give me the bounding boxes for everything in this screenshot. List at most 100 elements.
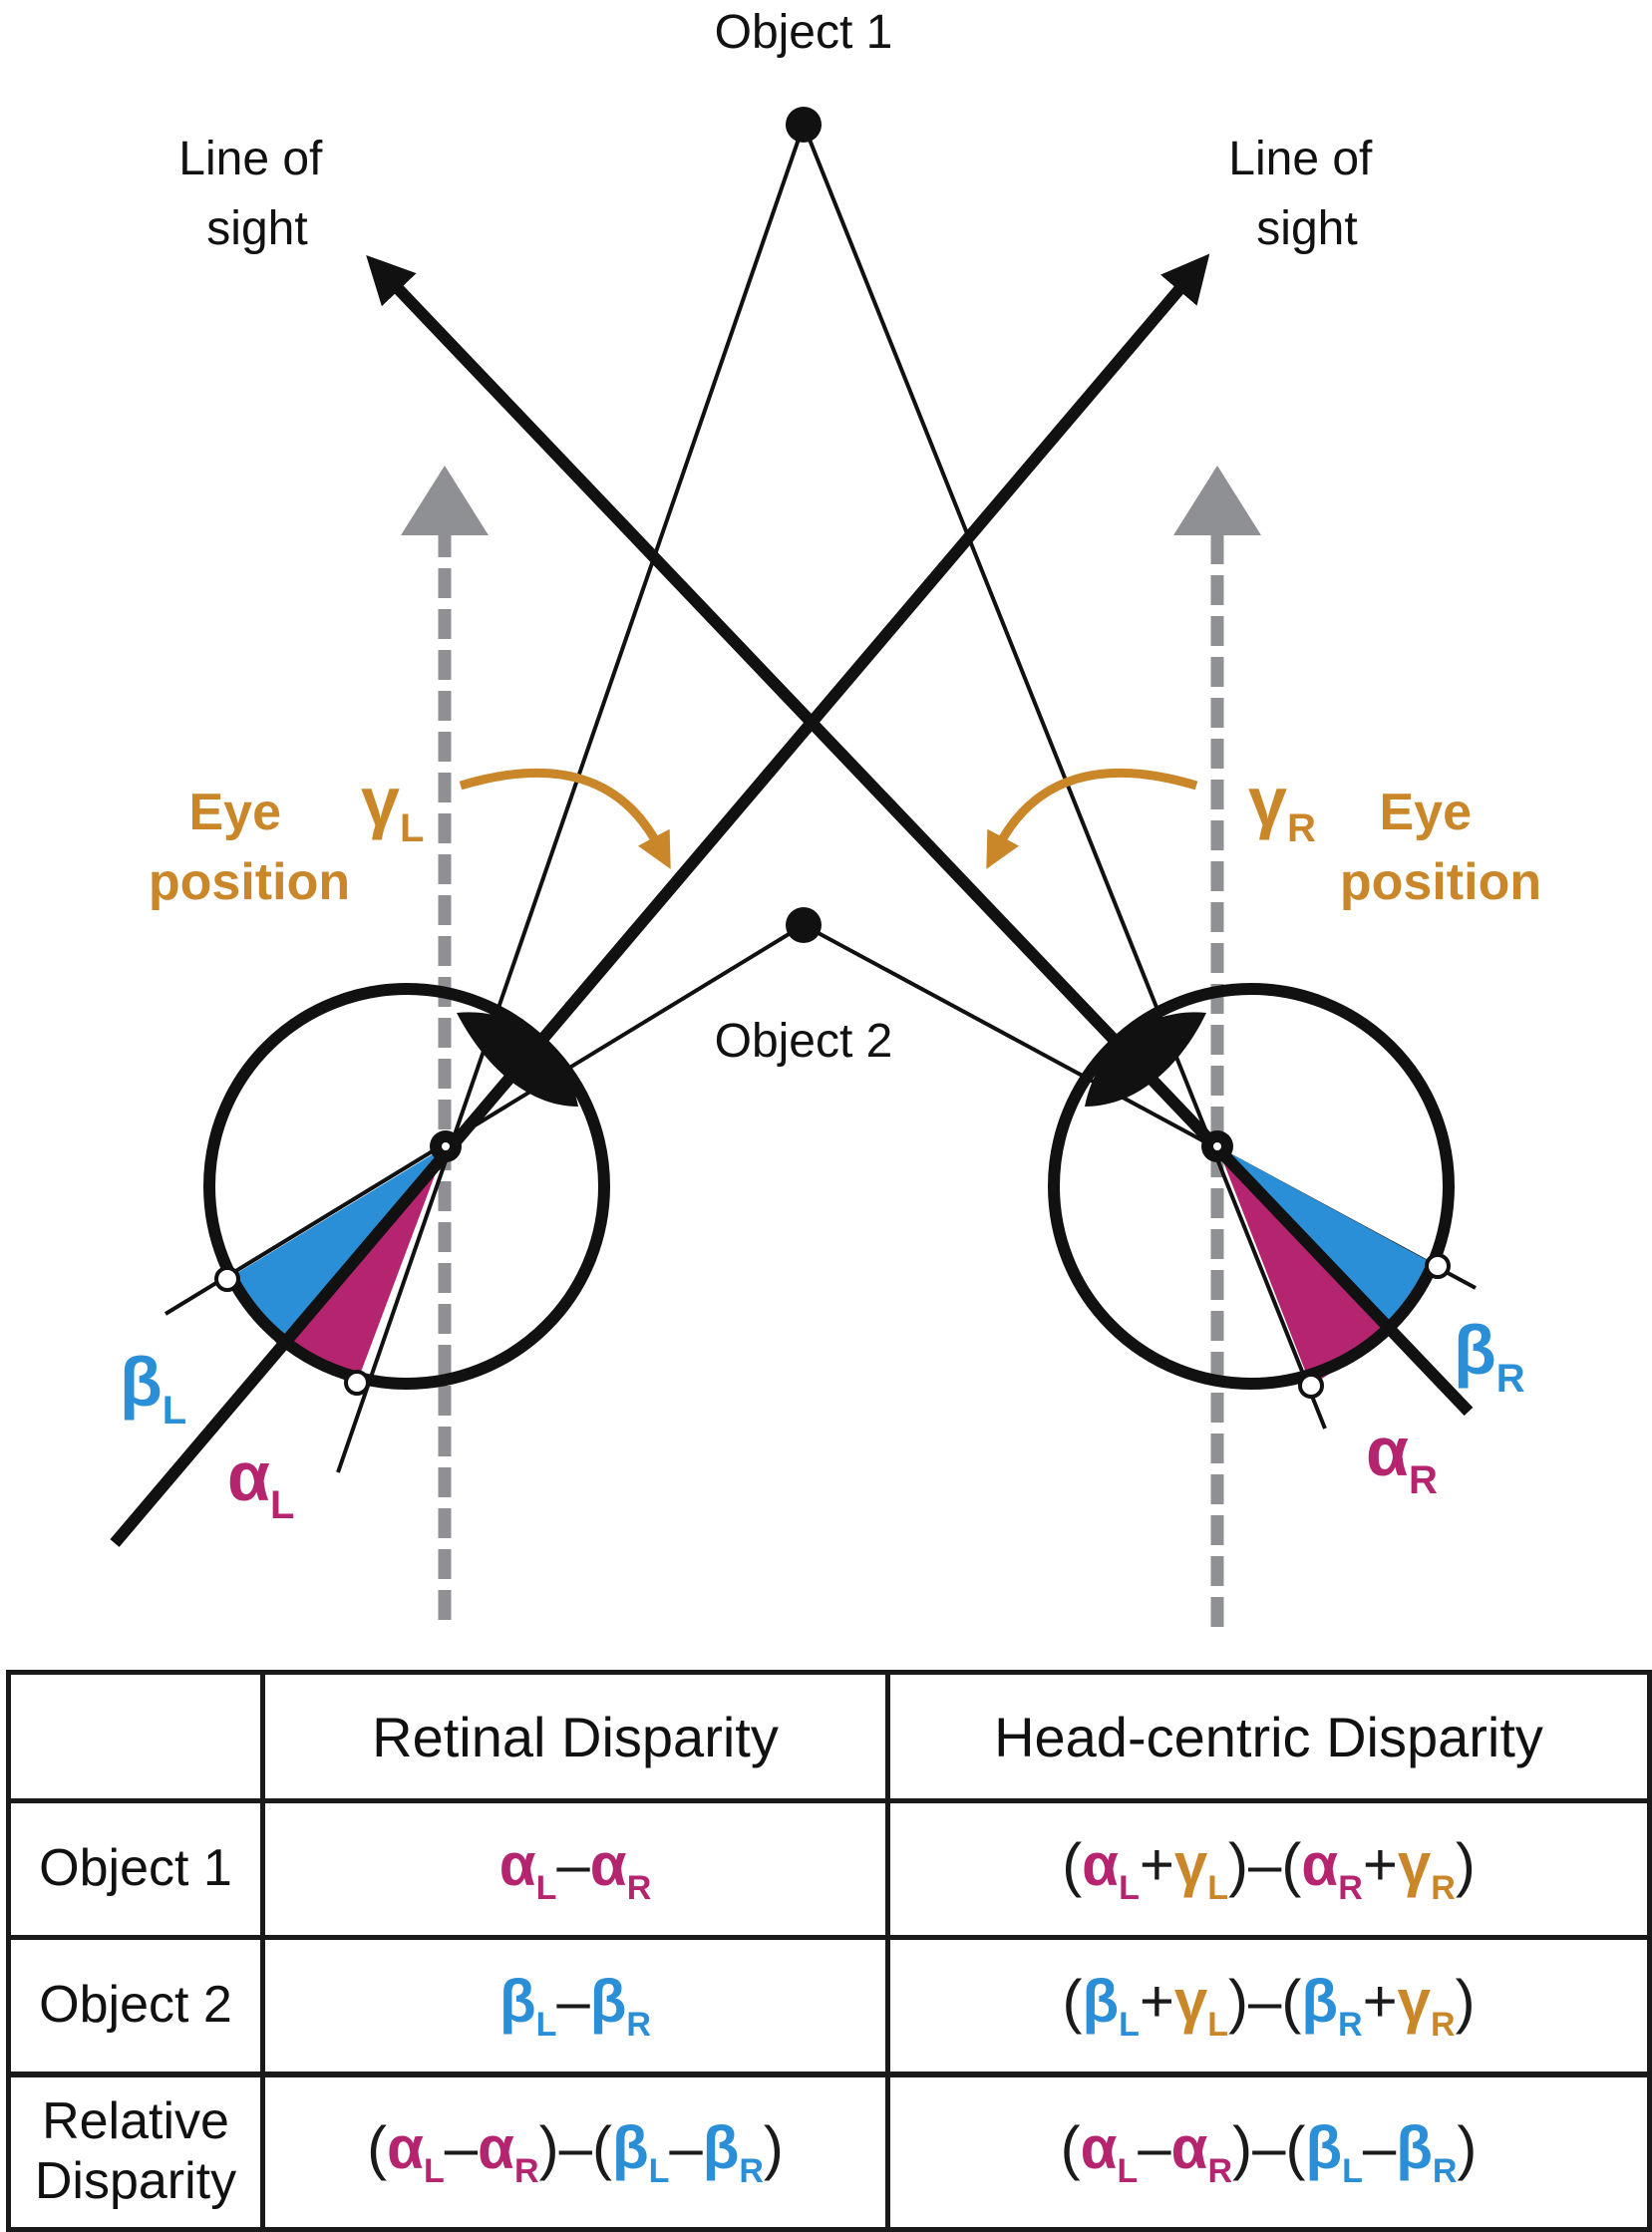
operator-symbol: + xyxy=(1139,1831,1174,1898)
operator-symbol: – xyxy=(669,2114,703,2181)
binocular-disparity-diagram: Object 1 Object 2 Line of sight Line of … xyxy=(110,6,1541,1627)
operator-symbol: ( xyxy=(591,2114,612,2181)
left-line-of-sight xyxy=(110,253,1210,1547)
operator-symbol: ) xyxy=(1457,2114,1478,2181)
projection-lines xyxy=(164,124,1477,1473)
operator-symbol: ) xyxy=(538,2114,559,2181)
operator-symbol: – xyxy=(444,2114,479,2181)
operator-symbol: – xyxy=(1362,2114,1397,2181)
right-line-of-sight xyxy=(366,254,1474,1417)
alpha-left-label: αL xyxy=(227,1437,294,1527)
eye-position-left-label: Eye position xyxy=(149,784,350,911)
header-retinal-disparity: Retinal Disparity xyxy=(260,1670,890,1803)
operator-symbol: ) xyxy=(763,2114,784,2181)
beta-symbol: βR xyxy=(702,2114,764,2190)
operator-symbol: – xyxy=(1248,1968,1282,2035)
operator-symbol: + xyxy=(1362,1831,1398,1898)
beta-symbol: βL xyxy=(499,1968,557,2044)
operator-symbol: ( xyxy=(1062,1968,1083,2035)
left-eye-object1-ray xyxy=(336,124,806,1473)
left-eye-object2-ray xyxy=(164,923,806,1316)
eye-position-right-label: Eye position xyxy=(1340,784,1541,911)
header-empty-cell xyxy=(6,1670,265,1803)
beta-symbol: βL xyxy=(1082,1968,1140,2044)
gamma-left-label: γL xyxy=(361,763,424,850)
gamma-symbol: γR xyxy=(1397,1831,1456,1907)
right-nodal-point xyxy=(1201,1130,1233,1162)
alpha-right-wedge xyxy=(1217,1146,1392,1386)
gamma-right-label: γR xyxy=(1248,763,1316,850)
object1-label: Object 1 xyxy=(715,6,893,59)
operator-symbol: ( xyxy=(1281,1968,1302,2035)
operator-symbol: ) xyxy=(1455,1831,1476,1898)
right-eyeball xyxy=(1048,983,1455,1390)
beta-left-label: βL xyxy=(120,1343,186,1433)
operator-symbol: ( xyxy=(1062,1831,1083,1898)
alpha-symbol: αL xyxy=(498,1831,557,1907)
beta-symbol: βL xyxy=(1305,2114,1363,2190)
row-label-object1: Object 1 xyxy=(6,1798,265,1940)
alpha-symbol: αR xyxy=(1301,1831,1363,1907)
object2-headcentric-expression: (βL+γL)–(βR+γR) xyxy=(885,1935,1652,2077)
table-header-row: Retinal Disparity Head-centric Disparity xyxy=(6,1670,1652,1803)
beta-symbol: βR xyxy=(589,1968,651,2044)
operator-symbol: ) xyxy=(1228,1968,1249,2035)
left-lens xyxy=(457,1012,578,1107)
operator-symbol: – xyxy=(558,2114,592,2181)
left-retina-point-object1 xyxy=(344,1370,370,1396)
beta-left-wedge xyxy=(227,1146,446,1347)
left-retina-point-object2 xyxy=(214,1266,240,1292)
alpha-symbol: αL xyxy=(387,2114,445,2190)
table-row-relative-disparity: Relative Disparity (αL–αR)–(βL–βR) (αL–α… xyxy=(6,2072,1652,2232)
table-row-object1: Object 1 αL–αR (αL+γL)–(αR+γR) xyxy=(6,1798,1652,1940)
head-axis-right xyxy=(1173,466,1261,1627)
gamma-symbol: γL xyxy=(1173,1831,1229,1907)
alpha-symbol: αR xyxy=(478,2114,539,2190)
gamma-symbol: γL xyxy=(1173,1968,1229,2044)
right-eye-object1-ray xyxy=(802,124,1327,1430)
operator-symbol: ) xyxy=(1455,1968,1476,2035)
line-of-sight-left-label: Line of sight xyxy=(178,133,335,255)
alpha-right-label: αR xyxy=(1366,1413,1438,1502)
disparity-table: Retinal Disparity Head-centric Disparity… xyxy=(6,1670,1652,2232)
object1-retinal-expression: αL–αR xyxy=(260,1798,890,1940)
operator-symbol: ) xyxy=(1228,1831,1249,1898)
eye-position-arrow-left xyxy=(459,768,671,869)
operator-symbol: – xyxy=(1248,1831,1282,1898)
beta-right-label: βR xyxy=(1454,1311,1525,1401)
right-retina-point-object1 xyxy=(1298,1373,1324,1399)
left-nodal-point xyxy=(430,1130,462,1162)
object2-dot xyxy=(786,907,822,943)
beta-symbol: βR xyxy=(1301,1968,1363,2044)
head-axis-left xyxy=(401,466,489,1620)
object1-dot xyxy=(786,107,822,143)
operator-symbol: ( xyxy=(1281,1831,1302,1898)
operator-symbol: – xyxy=(556,1831,590,1898)
eye-position-arrow-right xyxy=(986,768,1198,869)
table-row-object2: Object 2 βL–βR (βL+γL)–(βR+γR) xyxy=(6,1935,1652,2077)
alpha-symbol: αL xyxy=(1080,2114,1139,2190)
line-of-sight-right-label: Line of sight xyxy=(1228,133,1385,255)
beta-symbol: βR xyxy=(1396,2114,1458,2190)
operator-symbol: ( xyxy=(1285,2114,1306,2181)
row-label-object2: Object 2 xyxy=(6,1935,265,2077)
beta-symbol: βL xyxy=(611,2114,670,2190)
gamma-symbol: γR xyxy=(1397,1968,1456,2044)
object1-headcentric-expression: (αL+γL)–(αR+γR) xyxy=(885,1798,1652,1940)
operator-symbol: ( xyxy=(367,2114,388,2181)
operator-symbol: ( xyxy=(1060,2114,1081,2181)
beta-right-wedge xyxy=(1217,1146,1438,1334)
right-lens xyxy=(1085,1012,1206,1107)
alpha-symbol: αR xyxy=(589,1831,652,1907)
operator-symbol: – xyxy=(1252,2114,1286,2181)
relative-retinal-expression: (αL–αR)–(βL–βR) xyxy=(260,2072,890,2232)
operator-symbol: – xyxy=(556,1968,590,2035)
object2-label: Object 2 xyxy=(715,1015,893,1068)
operator-symbol: + xyxy=(1362,1968,1398,2035)
alpha-symbol: αL xyxy=(1082,1831,1140,1907)
alpha-symbol: αR xyxy=(1170,2114,1233,2190)
relative-headcentric-expression: (αL–αR)–(βL–βR) xyxy=(885,2072,1652,2232)
left-eyeball xyxy=(203,983,610,1390)
operator-symbol: ) xyxy=(1232,2114,1253,2181)
operator-symbol: + xyxy=(1139,1968,1174,2035)
